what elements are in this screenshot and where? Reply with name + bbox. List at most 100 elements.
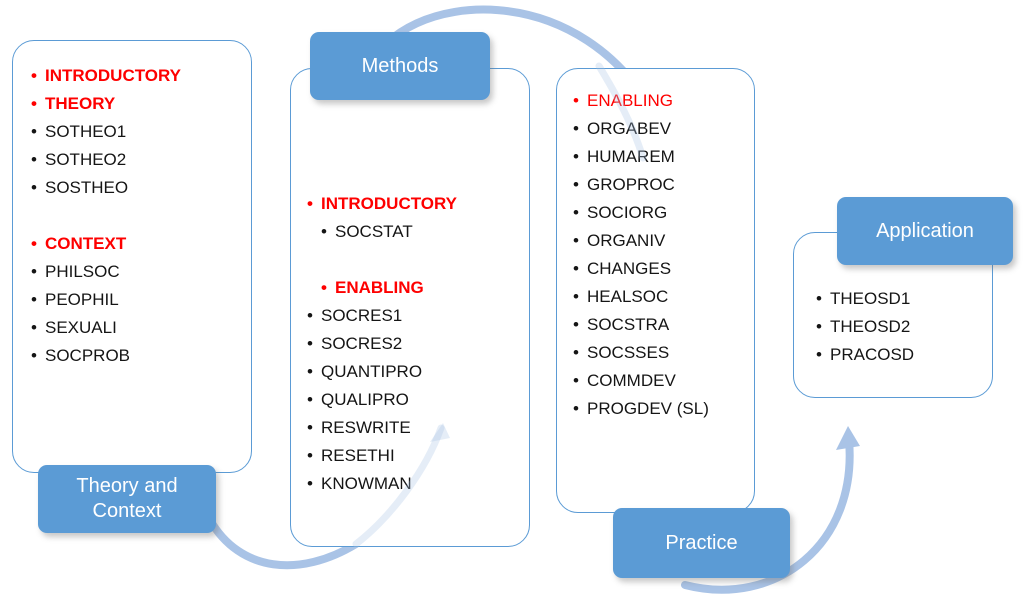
course-item: •QUALIPRO (307, 386, 523, 414)
course-code-label: CHANGES (587, 259, 672, 278)
course-code-label: SEXUALI (45, 318, 117, 337)
bullet-icon: • (307, 418, 313, 437)
course-box-theory-context: •INTRODUCTORY•THEORY•SOTHEO1•SOTHEO2•SOS… (12, 40, 252, 473)
course-code-label: SOCSTAT (335, 222, 413, 241)
course-item: • PEOPHIL (31, 286, 245, 314)
course-code-label: ENABLING (587, 91, 673, 110)
bullet-icon: • (321, 222, 327, 241)
bullet-icon: • (573, 399, 579, 418)
stage-tab-practice: Practice (613, 508, 790, 578)
bullet-icon: • (31, 122, 37, 141)
course-code-label: HEALSOC (587, 287, 669, 306)
bullet-icon: • (816, 345, 822, 364)
stage-tab-theory-and-context: Theory and Context (38, 465, 216, 533)
course-code-label: PEOPHIL (45, 290, 119, 309)
course-item: • KNOWMAN (307, 470, 523, 498)
bullet-icon: • (31, 290, 37, 309)
course-code-label: SOSTHEO (45, 178, 129, 197)
course-box-practice: • ENABLING • ORGABEV • HUMAREM • GROPROC • SOCIOR… (556, 68, 755, 513)
bullet-icon: • (31, 234, 37, 253)
course-code-label: PROGDEV (SL) (587, 399, 709, 418)
bullet-icon: • (31, 178, 37, 197)
bullet-icon: • (573, 231, 579, 250)
course-item: • SOCIORG (573, 199, 750, 227)
course-list-methods: •INTRODUCTORY•SOCSTAT•ENABLING•SOCRES1•S… (291, 69, 529, 498)
course-code-label: THEOSD1 (830, 289, 911, 308)
bullet-icon: • (573, 259, 579, 278)
course-item: •SOCSSES (573, 339, 750, 367)
course-item: • GROPROC (573, 171, 750, 199)
course-item: • ORGANIV (573, 227, 750, 255)
arc-theory-to-methods (206, 516, 360, 570)
course-item: • THEORY (31, 90, 245, 118)
course-code-label: KNOWMAN (321, 474, 412, 493)
course-item: •THEOSD2 (816, 313, 988, 341)
bullet-icon: • (573, 119, 579, 138)
bullet-icon: • (31, 318, 37, 337)
course-item: •SOCSTRA (573, 311, 750, 339)
course-box-methods: •INTRODUCTORY•SOCSTAT•ENABLING•SOCRES1•S… (290, 68, 530, 547)
course-code-label: GROPROC (587, 175, 675, 194)
bullet-icon: • (307, 194, 313, 213)
course-code-label: SOCRES2 (321, 334, 403, 353)
arc-practice-to-application (681, 436, 854, 594)
bullet-icon: • (31, 346, 37, 365)
course-item: • PROGDEV (SL) (573, 395, 750, 423)
arrowhead-up-icon (836, 426, 860, 450)
bullet-icon: • (31, 262, 37, 281)
bullet-icon: • (307, 474, 313, 493)
course-item: •THEOSD1 (816, 285, 988, 313)
bullet-icon: • (307, 306, 313, 325)
course-code-label: ORGANIV (587, 231, 666, 250)
course-code-label: RESETHI (321, 446, 395, 465)
bullet-icon: • (573, 343, 579, 362)
course-item: •ENABLING (321, 274, 523, 302)
course-item: •SOTHEO2 (31, 146, 245, 174)
course-item: • INTRODUCTORY (307, 190, 523, 218)
course-item: • SOCSTAT (321, 218, 523, 246)
stage-tab-methods: Methods (310, 32, 490, 100)
course-item: •PHILSOC (31, 258, 245, 286)
course-code-label: ORGABEV (587, 119, 672, 138)
bullet-icon: • (307, 362, 313, 381)
course-code-label: COMMDEV (587, 371, 676, 390)
course-item: • SOCRES2 (307, 330, 523, 358)
course-code-label: HUMAREM (587, 147, 675, 166)
course-code-label: INTRODUCTORY (45, 66, 181, 85)
bullet-icon: • (307, 334, 313, 353)
bullet-icon: • (816, 317, 822, 336)
bullet-icon: • (573, 91, 579, 110)
course-code-label: RESWRITE (321, 418, 411, 437)
course-item: • SOTHEO1 (31, 118, 245, 146)
course-item: • PRACOSD (816, 341, 988, 369)
bullet-icon: • (573, 175, 579, 194)
course-code-label: SOTHEO1 (45, 122, 127, 141)
course-code-label: THEORY (45, 94, 116, 113)
bullet-icon: • (573, 203, 579, 222)
course-code-label: INTRODUCTORY (321, 194, 457, 213)
course-item: • ORGABEV (573, 115, 750, 143)
bullet-icon: • (31, 66, 37, 85)
course-list-theory-context: •INTRODUCTORY•THEORY•SOTHEO1•SOTHEO2•SOS… (13, 41, 251, 370)
bullet-icon: • (573, 371, 579, 390)
course-list-practice: • ENABLING • ORGABEV • HUMAREM • GROPROC • SOCIOR… (557, 69, 754, 423)
course-item: • RESWRITE (307, 414, 523, 442)
course-item: • SEXUALI (31, 314, 245, 342)
course-item: • SOCPROB (31, 342, 245, 370)
course-code-label: PRACOSD (830, 345, 915, 364)
course-item: • SOSTHEO (31, 174, 245, 202)
course-item: • ENABLING (573, 87, 750, 115)
course-code-label: SOCIORG (587, 203, 668, 222)
bullet-icon: • (31, 150, 37, 169)
bullet-icon: • (321, 278, 327, 297)
course-code-label: SOCPROB (45, 346, 131, 365)
course-item: • COMMDEV (573, 367, 750, 395)
bullet-icon: • (573, 315, 579, 334)
course-code-label: QUALIPRO (321, 390, 409, 409)
course-code-label: CONTEXT (45, 234, 127, 253)
course-item: • CONTEXT (31, 230, 245, 258)
bullet-icon: • (307, 446, 313, 465)
course-item: • RESETHI (307, 442, 523, 470)
bullet-icon: • (31, 94, 37, 113)
